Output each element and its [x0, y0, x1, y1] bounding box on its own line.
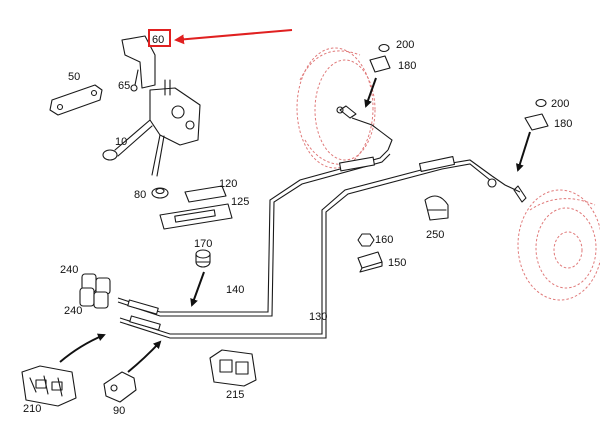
label-part-250[interactable]: 250 — [426, 229, 444, 241]
cable-end-left — [336, 105, 357, 119]
label-part-240-upper[interactable]: 240 — [60, 264, 78, 276]
label-part-80[interactable]: 80 — [134, 189, 146, 201]
bracket-60 — [121, 35, 156, 92]
nut-80 — [151, 187, 169, 199]
cable-130 — [119, 156, 521, 339]
label-part-140[interactable]: 140 — [226, 284, 244, 296]
pointer-arrows — [59, 77, 531, 373]
clip-180-upper — [369, 43, 391, 73]
cable-end-right — [487, 178, 527, 203]
label-part-215[interactable]: 215 — [226, 389, 244, 401]
label-part-200-lower[interactable]: 200 — [551, 98, 569, 110]
nut-160 — [357, 233, 375, 247]
label-part-125[interactable]: 125 — [231, 196, 249, 208]
label-part-180-upper[interactable]: 180 — [398, 60, 416, 72]
holder-215 — [209, 349, 257, 387]
label-part-90[interactable]: 90 — [113, 405, 125, 417]
label-part-240-lower[interactable]: 240 — [64, 305, 82, 317]
label-part-10[interactable]: 10 — [115, 136, 127, 148]
brake-drum-left — [296, 47, 376, 169]
clamp-250 — [424, 195, 449, 221]
clip-180-lower — [524, 98, 549, 131]
highlight-arrow — [174, 29, 293, 45]
label-part-130[interactable]: 130 — [309, 311, 327, 323]
label-part-200-upper[interactable]: 200 — [396, 39, 414, 51]
lever-assembly-10 — [102, 79, 201, 177]
label-part-50[interactable]: 50 — [68, 71, 80, 83]
label-part-170[interactable]: 170 — [194, 238, 212, 250]
holder-210 — [21, 365, 77, 407]
highlight-callout — [148, 29, 293, 47]
label-part-160[interactable]: 160 — [375, 234, 393, 246]
brake-drum-right — [517, 189, 600, 301]
plate-50 — [49, 84, 103, 116]
label-part-120[interactable]: 120 — [219, 178, 237, 190]
label-part-150[interactable]: 150 — [388, 257, 406, 269]
part-labels: 60 50 65 10 80 120 125 170 140 130 160 1… — [23, 34, 572, 417]
grommets-240 — [79, 273, 111, 309]
plate-120-125 — [159, 185, 233, 230]
cable-140 — [117, 117, 393, 317]
label-part-65[interactable]: 65 — [118, 80, 130, 92]
highlight-box — [148, 29, 171, 47]
clip-90 — [103, 371, 137, 403]
label-part-60[interactable]: 60 — [152, 34, 164, 46]
label-part-180-lower[interactable]: 180 — [554, 118, 572, 130]
label-part-210[interactable]: 210 — [23, 403, 41, 415]
grommet-170 — [195, 249, 211, 268]
clip-150 — [357, 251, 383, 273]
